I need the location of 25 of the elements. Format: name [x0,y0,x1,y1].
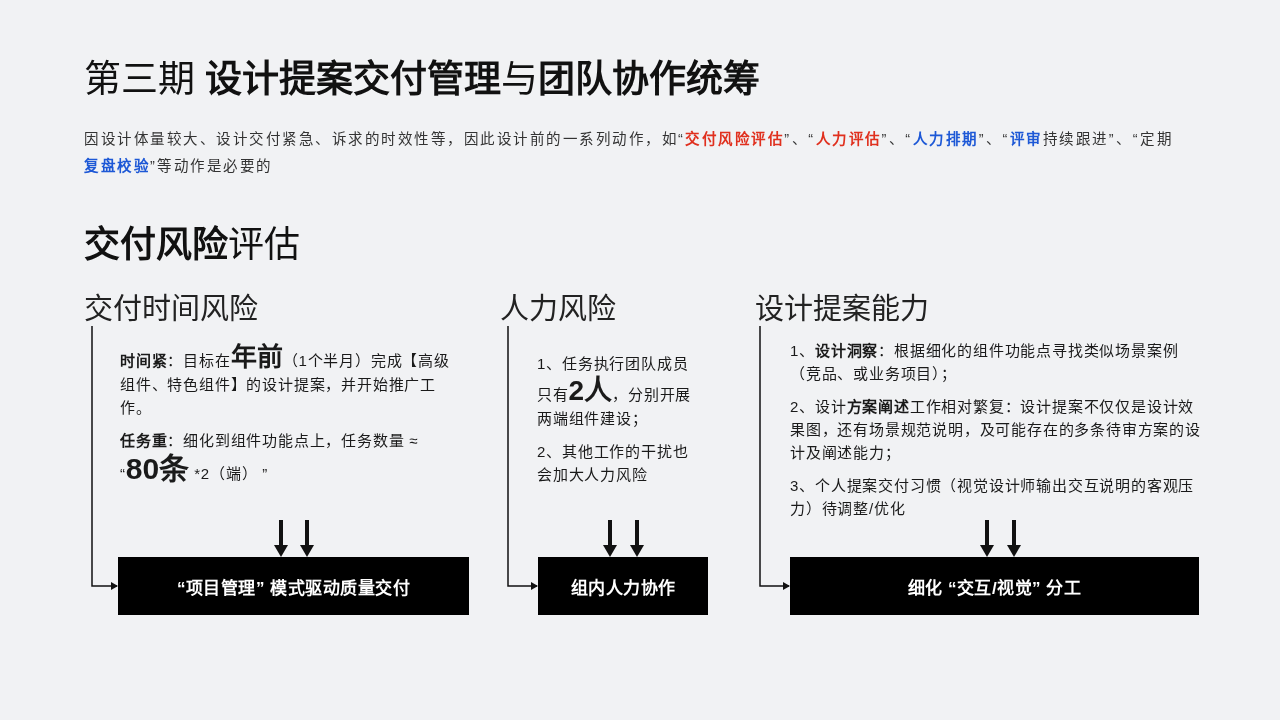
outcome-box: 组内人力协作 [538,557,708,615]
arrow [274,520,288,557]
page-title: 第三期 设计提案交付管理与团队协作统筹 [84,58,761,102]
column-heading: 人力风险 [500,292,616,326]
column-heading: 交付时间风险 [84,292,258,326]
arrow [300,520,314,557]
outcome-box: 细化 “交互/视觉” 分工 [790,557,1199,615]
arrow [603,520,617,557]
body-text: 2、设计方案阐述工作相对繁复：设计提案不仅仅是设计效果图，还有场景规范说明，及可能存在的多条待审方案的设计及阐述能力； [790,397,1202,463]
body-text: 1、任务执行团队成员只有2人，分别开展两端组件建设； [537,354,693,430]
elbow-arrow [91,325,118,590]
body-text: 2、其他工作的干扰也会加大人力风险 [537,442,690,486]
arrow [980,520,994,557]
elbow-arrow [759,325,790,590]
body-text: 3、个人提案交付习惯（视觉设计师输出交互说明的客观压力）待调整/优化 [790,476,1196,519]
body-text: 任务重：细化到组件功能点上，任务数量 ≈ “80条 *2（端） ” [120,430,420,487]
arrow [1007,520,1021,557]
elbow-arrow [507,325,538,590]
intro-paragraph: 因设计体量较大、设计交付紧急、诉求的时效性等，因此设计前的一系列动作，如“交付风险评估”、“人力评估”、“人力排期”、“评审持续跟进”、“定期复盘校验”等动作是必要的 [84,129,1175,176]
outcome-box: “项目管理” 模式驱动质量交付 [118,557,469,615]
section-heading: 交付风险评估 [84,224,300,266]
column-heading: 设计提案能力 [755,292,929,326]
arrow [630,520,644,557]
body-text: 时间紧：目标在年前（1个半月）完成【高级组件、特色组件】的设计提案，并开始推广工作。 [120,343,451,418]
body-text: 1、设计洞察：根据细化的组件功能点寻找类似场景案例（竞品、或业务项目）； [790,341,1180,384]
